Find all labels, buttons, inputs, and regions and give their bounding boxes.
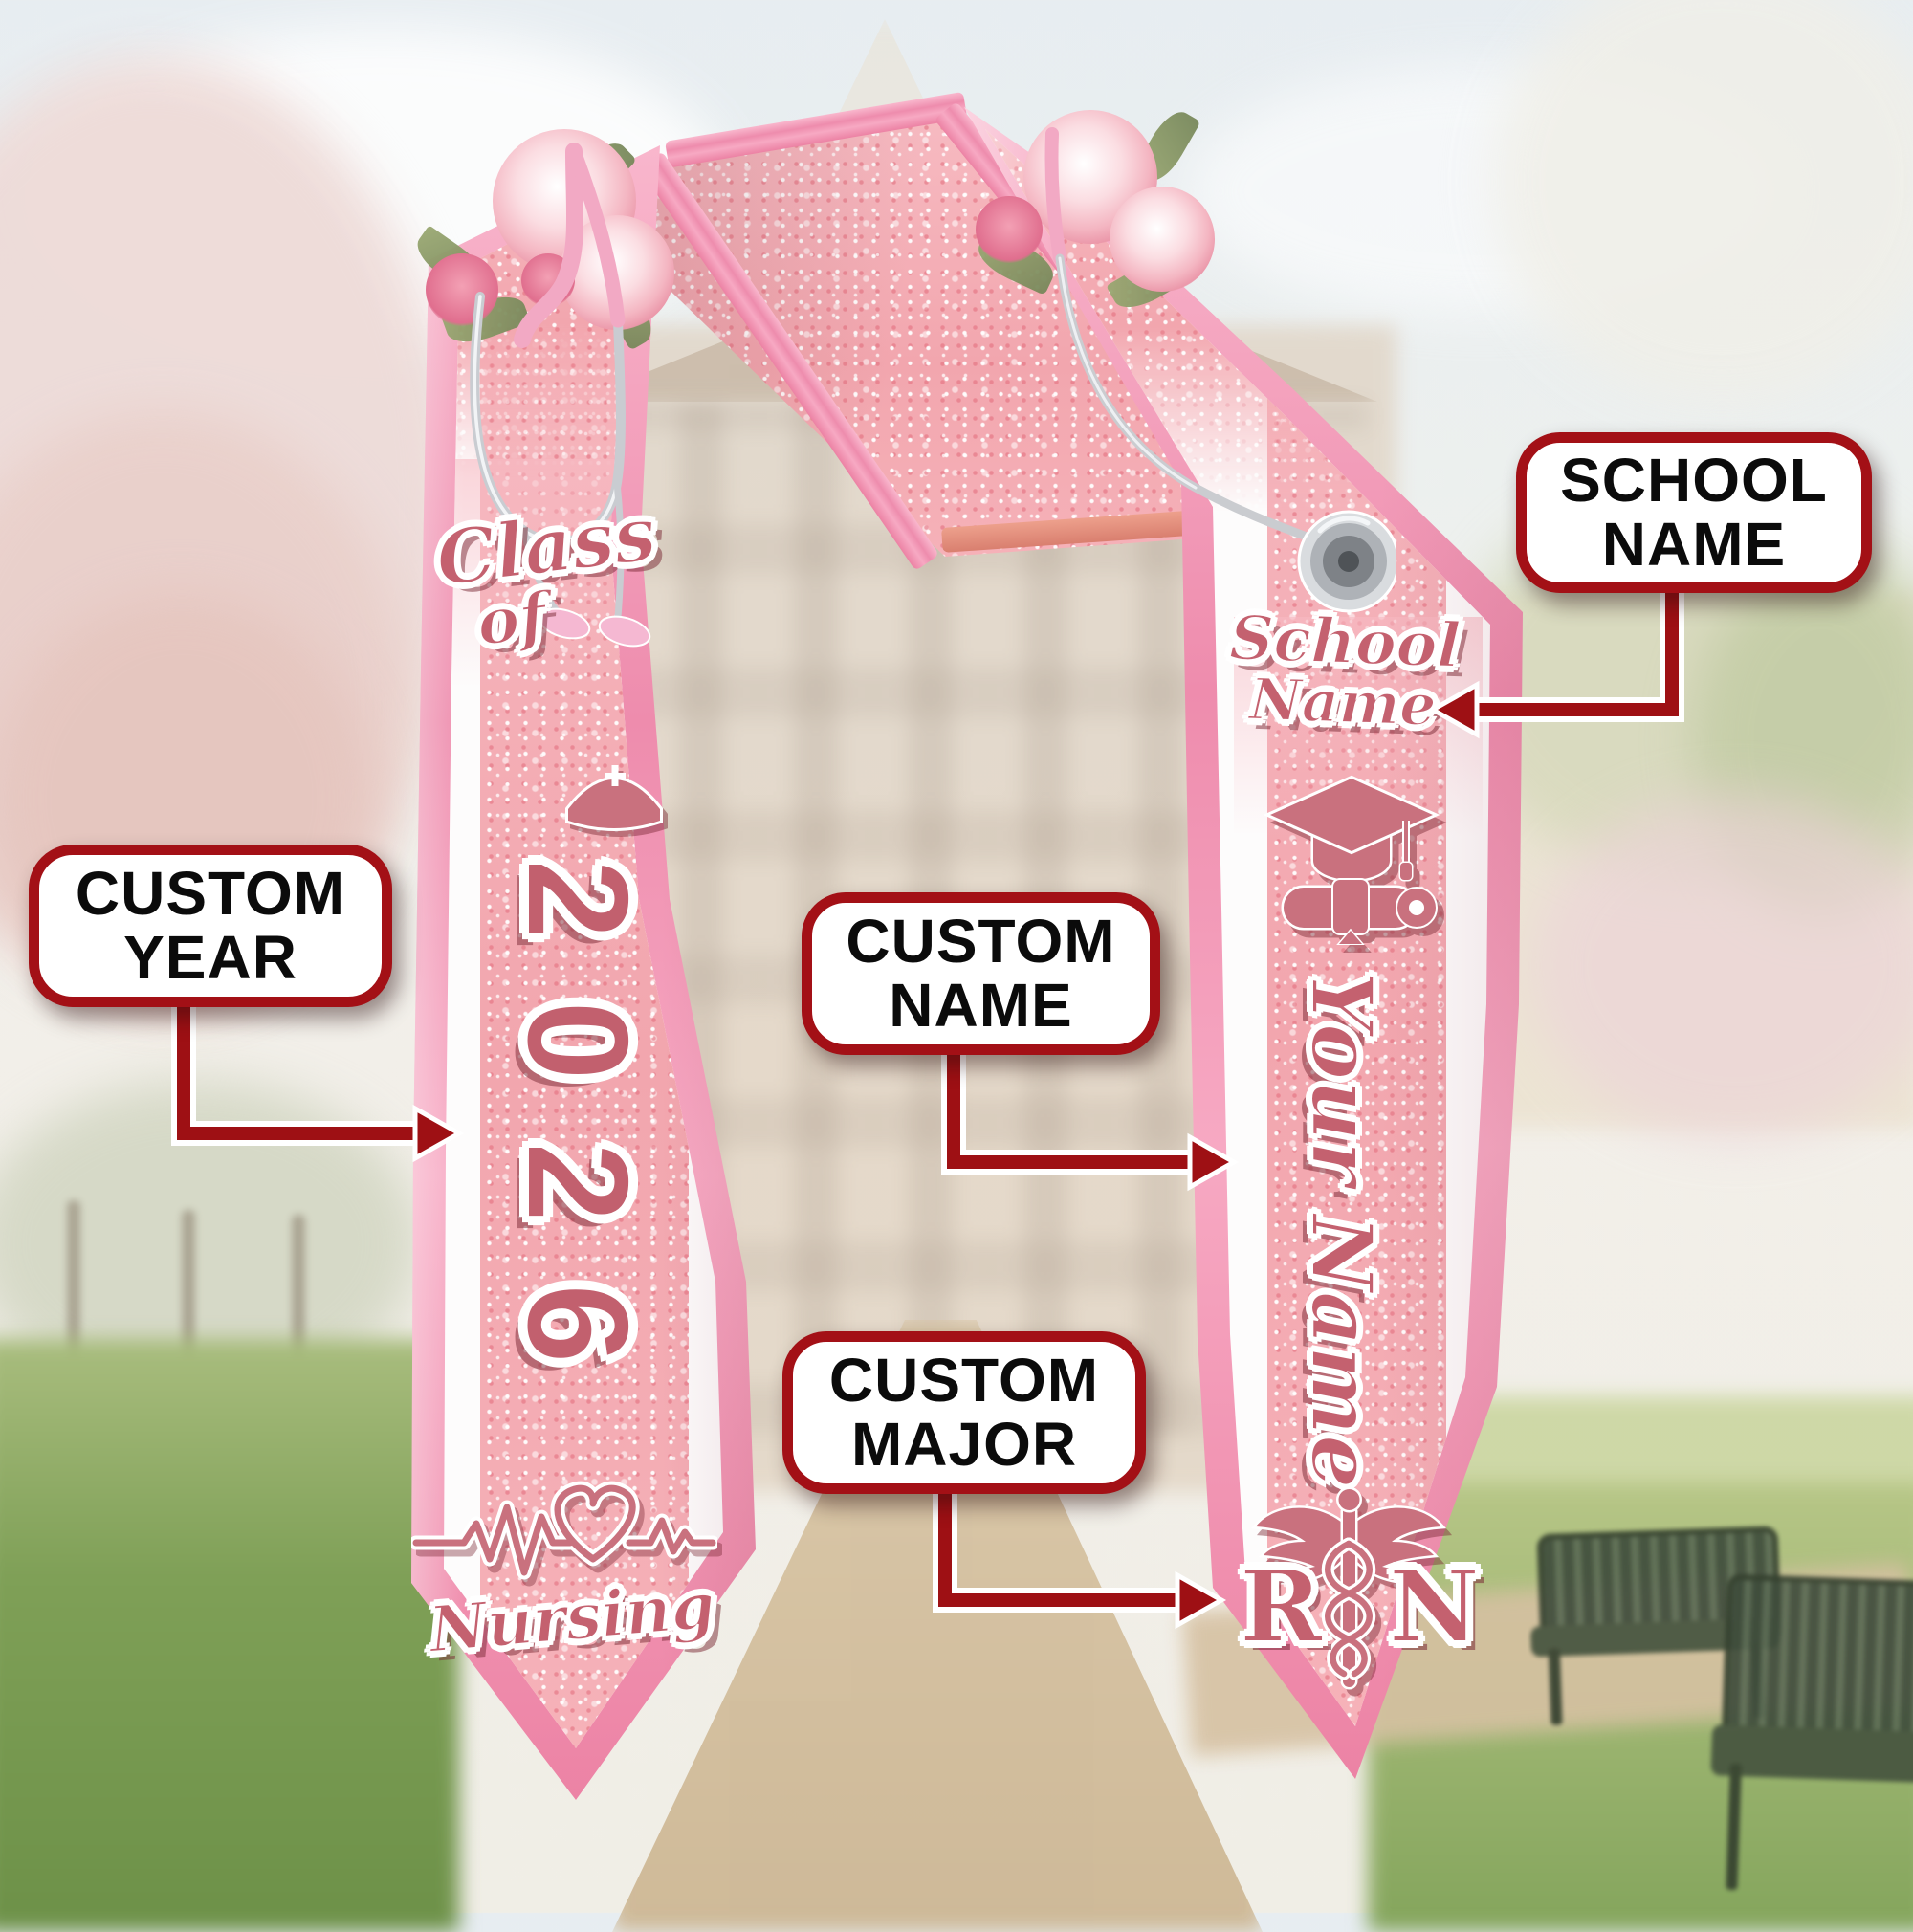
tree-trunk — [67, 1200, 80, 1382]
callout-school-name-line2: NAME — [1601, 510, 1787, 579]
callout-custom-major-line2: MAJOR — [850, 1410, 1078, 1479]
heartbeat-heart-icon — [411, 1481, 717, 1580]
arrow-right-icon — [412, 1104, 465, 1163]
tree-trunk — [292, 1215, 305, 1377]
stethoscope-icon — [470, 143, 651, 648]
major-abbr-n: N — [1388, 1548, 1481, 1665]
callout-custom-year-line2: YEAR — [123, 923, 297, 992]
stethoscope-icon — [1044, 127, 1396, 613]
callout-school-name: SCHOOL NAME — [1516, 432, 1872, 593]
pale-trees-right — [1492, 0, 1913, 402]
callout-school-name-line1: SCHOOL — [1560, 446, 1828, 516]
callout-custom-major-line1: CUSTOM — [828, 1346, 1100, 1416]
major-abbr-r: R — [1239, 1548, 1323, 1665]
arrow-right-icon — [1187, 1132, 1240, 1192]
callout-custom-name-line2: NAME — [889, 971, 1073, 1040]
callout-custom-name: CUSTOM NAME — [802, 892, 1160, 1055]
blossoms-right — [1530, 794, 1913, 1138]
lawn-left — [0, 1339, 459, 1932]
callout-custom-year-line1: CUSTOM — [75, 859, 346, 929]
grad-cap-diploma-icon — [1263, 775, 1440, 945]
caduceus-icon — [1250, 1486, 1447, 1690]
arrow-right-icon — [1175, 1570, 1227, 1630]
callout-custom-name-line1: CUSTOM — [846, 907, 1116, 977]
arrow-left-icon — [1427, 680, 1480, 739]
callout-custom-year: CUSTOM YEAR — [29, 845, 392, 1007]
callout-custom-major: CUSTOM MAJOR — [782, 1331, 1146, 1494]
nurse-cap-icon — [565, 765, 663, 831]
